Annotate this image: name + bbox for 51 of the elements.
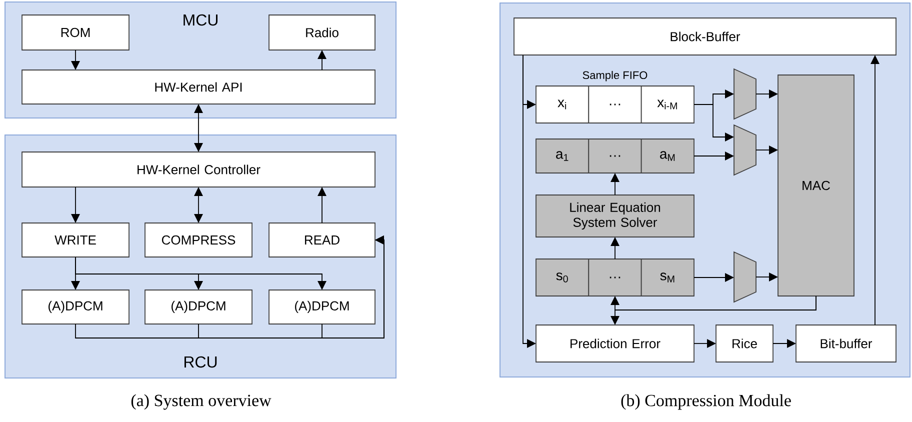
block: (A)DPCM [22, 290, 130, 324]
register-cell: x$_{i}$ [536, 86, 590, 124]
panel-label: RCU [184, 356, 217, 368]
arrow [694, 339, 716, 348]
arrow [194, 104, 204, 152]
block: (A)DPCM [144, 290, 252, 324]
arrow [71, 186, 80, 223]
arrow [694, 273, 734, 282]
arrow [318, 187, 326, 224]
block: Radio [268, 14, 376, 50]
panel-label: MCU [184, 14, 218, 26]
arrow [870, 55, 880, 326]
block: HW-Kernel Controller [22, 152, 376, 188]
arrow [772, 339, 796, 348]
arrow [694, 152, 734, 160]
arrow [71, 50, 80, 70]
arrow [318, 50, 326, 70]
caption: (a) System overview [131, 394, 272, 410]
block: READ [268, 222, 376, 258]
register-cell: a$_{1}$ [536, 138, 590, 174]
fifo-label: Sample FIFO [582, 70, 648, 82]
arrow [756, 90, 778, 98]
block: ROM [22, 14, 130, 50]
arrow [756, 146, 778, 154]
register-cell: x$_{i-M}$ [640, 86, 694, 124]
arrow [756, 272, 778, 282]
arrow [522, 54, 536, 348]
block: Prediction Error [536, 324, 694, 362]
block: Bit-buffer [796, 324, 896, 362]
block: MAC [778, 74, 854, 296]
block: WRITE [22, 222, 130, 258]
block: (A)DPCM [268, 290, 376, 324]
block: Block-Buffer [514, 18, 896, 56]
arrow [194, 187, 204, 223]
arrow [610, 237, 620, 260]
arrow [610, 173, 620, 196]
block: Linear Equation System Solver [536, 194, 694, 238]
block: Rice [716, 324, 774, 362]
register-cell: … [588, 138, 642, 174]
arrow [694, 104, 734, 142]
arrow [610, 296, 816, 325]
arrow [322, 236, 384, 338]
register-cell: … [588, 86, 642, 124]
register-cell: a$_{M}$ [640, 138, 694, 174]
register-cell: … [588, 258, 642, 296]
block: HW-Kernel API [22, 70, 376, 104]
register-cell: s$_{0}$ [536, 258, 590, 296]
caption: (b) Compression Module [621, 394, 791, 410]
register-cell: s$_{M}$ [640, 258, 694, 296]
arrow [75, 256, 326, 290]
block: COMPRESS [144, 222, 252, 258]
